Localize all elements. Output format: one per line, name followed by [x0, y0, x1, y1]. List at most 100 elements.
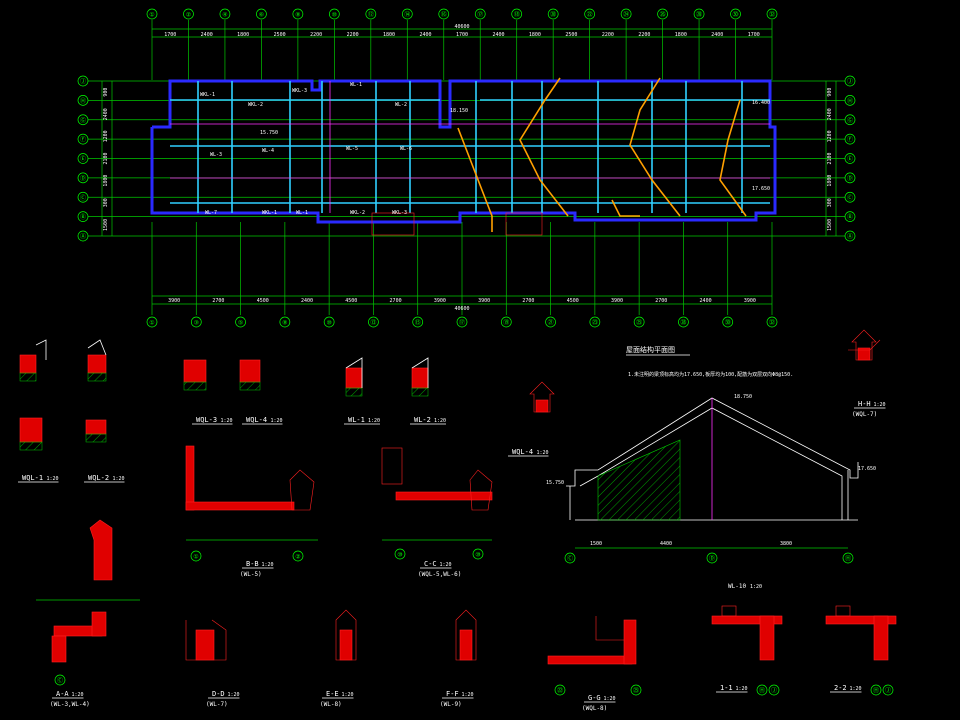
svg-text:Ⓙ: Ⓙ [771, 687, 777, 695]
svg-text:2200: 2200 [638, 32, 650, 38]
svg-text:F-F: F-F [446, 690, 459, 698]
svg-text:WL-7: WL-7 [205, 210, 217, 216]
top-axis-bubble: ② [183, 8, 194, 20]
svg-text:Ⓗ: Ⓗ [873, 687, 879, 695]
svg-text:㉜: ㉜ [769, 319, 775, 327]
svg-text:Ⓖ: Ⓖ [847, 116, 853, 124]
svg-text:㉚: ㉚ [725, 319, 731, 327]
cc-axis-left: ⑩ [394, 548, 406, 560]
svg-text:Ⓒ: Ⓒ [57, 677, 63, 685]
bay-window-right [505, 212, 543, 236]
svg-text:17.650: 17.650 [752, 186, 770, 192]
svg-text:㉖: ㉖ [660, 11, 666, 19]
svg-text:(WL-7): (WL-7) [206, 701, 228, 708]
svg-text:⑮: ⑮ [415, 319, 421, 327]
plan-grid [88, 20, 845, 315]
section-caption: WQL-3 1:20 [192, 416, 233, 425]
bottom-axis-bubble: ⑤ [235, 316, 246, 328]
svg-text:Ⓗ: Ⓗ [845, 555, 851, 563]
outer-wall-left [150, 79, 777, 224]
bb-axis-left: ① [190, 550, 202, 562]
svg-text:1:20: 1:20 [537, 450, 549, 456]
svg-text:4500: 4500 [567, 298, 579, 304]
svg-text:3900: 3900 [611, 298, 623, 304]
right-axis-bubble: Ⓕ [844, 133, 856, 145]
svg-text:⑥: ⑥ [259, 12, 264, 19]
svg-text:1:20: 1:20 [462, 692, 474, 698]
svg-text:⑤: ⑤ [238, 320, 243, 327]
roof-section-scale: 1:20 [750, 584, 762, 590]
svg-text:1:20: 1:20 [604, 696, 616, 702]
svg-text:1:20: 1:20 [221, 418, 233, 424]
svg-text:WQL-2: WQL-2 [88, 474, 109, 482]
roof-section: 屋面结构平面图 1.未注明的梁顶标高均为17.650,板厚均为100,配筋为双层… [546, 345, 876, 590]
svg-text:Ⓒ: Ⓒ [847, 194, 853, 202]
svg-text:1:20: 1:20 [72, 692, 84, 698]
top-axis-bubble: ㉘ [693, 8, 705, 20]
svg-text:⑲: ⑲ [503, 319, 509, 327]
svg-text:Ⓒ: Ⓒ [80, 194, 86, 202]
gg-axis-right: ㉕ [630, 684, 642, 696]
svg-text:⑩: ⑩ [326, 320, 331, 327]
svg-text:(WL-9): (WL-9) [440, 701, 462, 708]
top-axis-bubble: ㉚ [730, 8, 741, 20]
aa-axis: Ⓒ [54, 674, 66, 686]
bottom-axis-bubble: ㉕ [633, 316, 645, 328]
svg-text:1:20: 1:20 [342, 692, 354, 698]
svg-text:1800: 1800 [675, 32, 687, 38]
svg-text:㉒: ㉒ [557, 687, 563, 695]
svg-text:WKL-1: WKL-1 [262, 210, 277, 216]
svg-text:WQL-1: WQL-1 [22, 474, 43, 482]
svg-text:(WQL-5,WL-6): (WQL-5,WL-6) [418, 571, 461, 578]
svg-text:Ⓓ: Ⓓ [847, 174, 853, 182]
bottom-axis-bubble: ① [146, 316, 158, 328]
left-axis-bubble: Ⓒ [77, 191, 89, 203]
svg-text:⑧: ⑧ [282, 320, 287, 327]
svg-text:③: ③ [194, 320, 199, 327]
bottom-axis-bubble: ㉘ [678, 316, 689, 328]
svg-text:①: ① [149, 320, 154, 327]
gg-axis-left: ㉒ [554, 684, 566, 696]
svg-text:E-E: E-E [326, 690, 339, 698]
roof-elev-1: 15.750 [546, 480, 564, 486]
right-axis-bubble: Ⓖ [844, 114, 856, 126]
svg-text:C-C: C-C [424, 560, 437, 568]
roof-elev-3: 18.750 [734, 394, 752, 400]
svg-text:G-G: G-G [588, 694, 601, 702]
svg-text:1500: 1500 [103, 219, 109, 231]
orange-beam-5 [611, 199, 640, 217]
svg-text:㉚: ㉚ [733, 11, 739, 19]
svg-text:1200: 1200 [103, 130, 109, 142]
svg-text:1:20: 1:20 [850, 686, 862, 692]
svg-text:㉘: ㉘ [696, 11, 702, 19]
left-axis-bubble: Ⓔ [77, 153, 89, 164]
svg-text:2700: 2700 [212, 298, 224, 304]
svg-text:1:20: 1:20 [262, 562, 274, 568]
svg-text:Ⓑ: Ⓑ [847, 213, 853, 221]
svg-text:Ⓓ: Ⓓ [80, 174, 86, 182]
svg-text:Ⓙ: Ⓙ [80, 78, 86, 86]
bottom-axis-bubble: ㉓ [589, 316, 601, 328]
svg-text:⑰: ⑰ [459, 319, 465, 327]
svg-text:2-2: 2-2 [834, 684, 847, 692]
top-axis-bubble: ⑧ [292, 8, 304, 20]
section-axis-right: Ⓙ [882, 684, 894, 696]
section-axis-left: Ⓗ [870, 684, 882, 696]
bottom-axis-bubble: ③ [190, 316, 202, 328]
svg-text:WQL-3: WQL-3 [196, 416, 217, 424]
svg-text:WL-2: WL-2 [414, 416, 431, 424]
bay-window-left [371, 212, 415, 236]
top-axis-bubble: ㉖ [657, 8, 668, 20]
svg-text:1:20: 1:20 [434, 418, 446, 424]
bottom-axis-bubble: ㉚ [722, 316, 734, 328]
svg-text:Ⓙ: Ⓙ [885, 687, 891, 695]
svg-text:Ⓑ: Ⓑ [80, 213, 86, 221]
section-axis-left: Ⓗ [756, 684, 768, 696]
svg-text:⑬: ⑬ [370, 319, 376, 327]
